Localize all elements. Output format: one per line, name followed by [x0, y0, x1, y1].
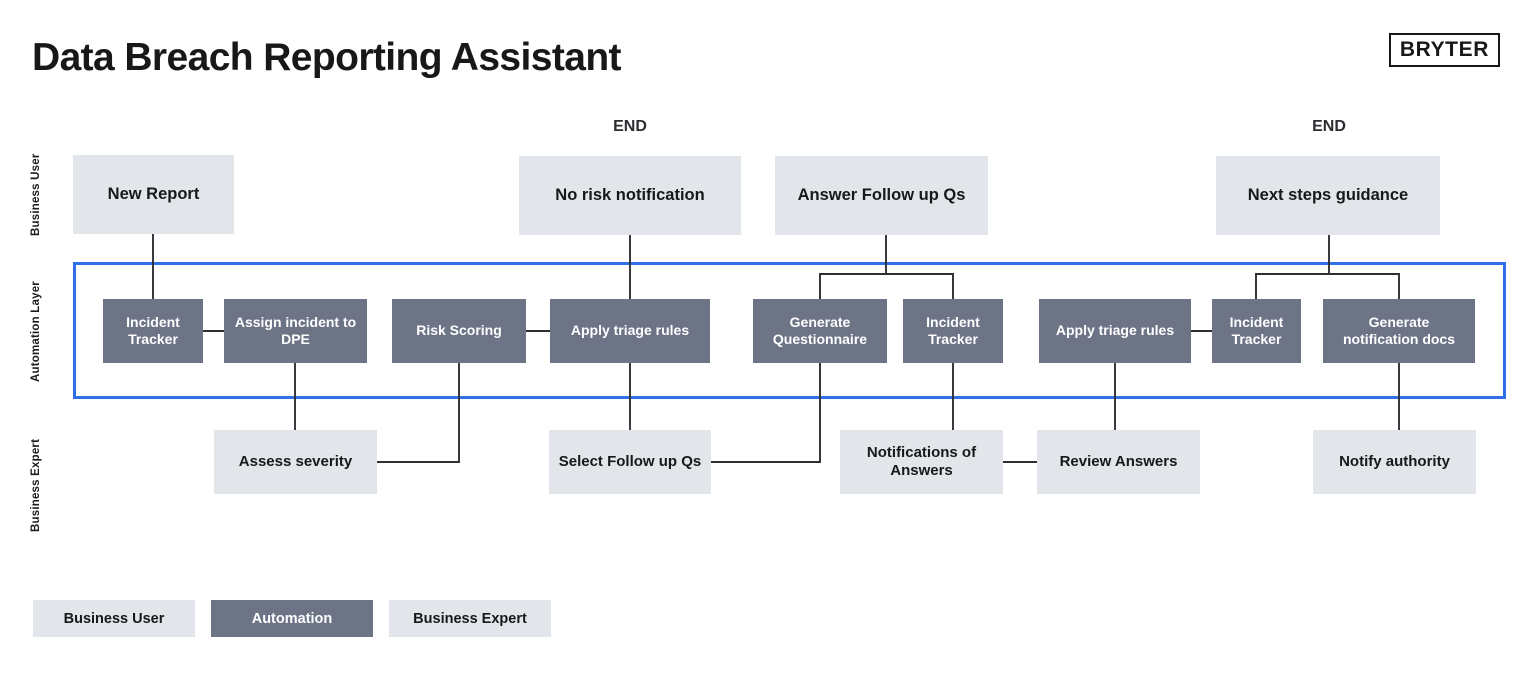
- legend: Business User Automation Business Expert: [33, 600, 551, 637]
- lane-label-automation-layer: Automation Layer: [30, 281, 42, 383]
- lane-label-business-user: Business User: [30, 153, 42, 237]
- node-new-report[interactable]: New Report: [73, 155, 234, 234]
- node-apply-triage-rules-2[interactable]: Apply triage rules: [1039, 299, 1191, 363]
- node-generate-notification-docs[interactable]: Generate notification docs: [1323, 299, 1475, 363]
- node-generate-questionnaire[interactable]: Generate Questionnaire: [753, 299, 887, 363]
- legend-item-automation[interactable]: Automation: [211, 600, 373, 637]
- node-risk-scoring[interactable]: Risk Scoring: [392, 299, 526, 363]
- node-assign-incident-to-dpe[interactable]: Assign incident to DPE: [224, 299, 367, 363]
- node-assess-severity[interactable]: Assess severity: [214, 430, 377, 494]
- node-answer-follow-up-qs[interactable]: Answer Follow up Qs: [775, 156, 988, 235]
- node-select-follow-up-qs[interactable]: Select Follow up Qs: [549, 430, 711, 494]
- node-review-answers[interactable]: Review Answers: [1037, 430, 1200, 494]
- node-no-risk-notification[interactable]: No risk notification: [519, 156, 741, 235]
- node-apply-triage-rules-1[interactable]: Apply triage rules: [550, 299, 710, 363]
- node-notifications-of-answers[interactable]: Notifications of Answers: [840, 430, 1003, 494]
- end-marker-next-steps: END: [1312, 118, 1346, 135]
- bryter-logo: BRYTER: [1388, 33, 1500, 67]
- node-notify-authority[interactable]: Notify authority: [1313, 430, 1476, 494]
- node-incident-tracker-1[interactable]: Incident Tracker: [103, 299, 203, 363]
- node-incident-tracker-2[interactable]: Incident Tracker: [903, 299, 1003, 363]
- node-incident-tracker-3[interactable]: Incident Tracker: [1212, 299, 1301, 363]
- end-marker-no-risk: END: [613, 118, 647, 135]
- page-title: Data Breach Reporting Assistant: [32, 36, 622, 79]
- legend-item-business-user[interactable]: Business User: [33, 600, 195, 637]
- node-next-steps-guidance[interactable]: Next steps guidance: [1216, 156, 1440, 235]
- legend-item-business-expert[interactable]: Business Expert: [389, 600, 551, 637]
- lane-label-business-expert: Business Expert: [30, 438, 42, 532]
